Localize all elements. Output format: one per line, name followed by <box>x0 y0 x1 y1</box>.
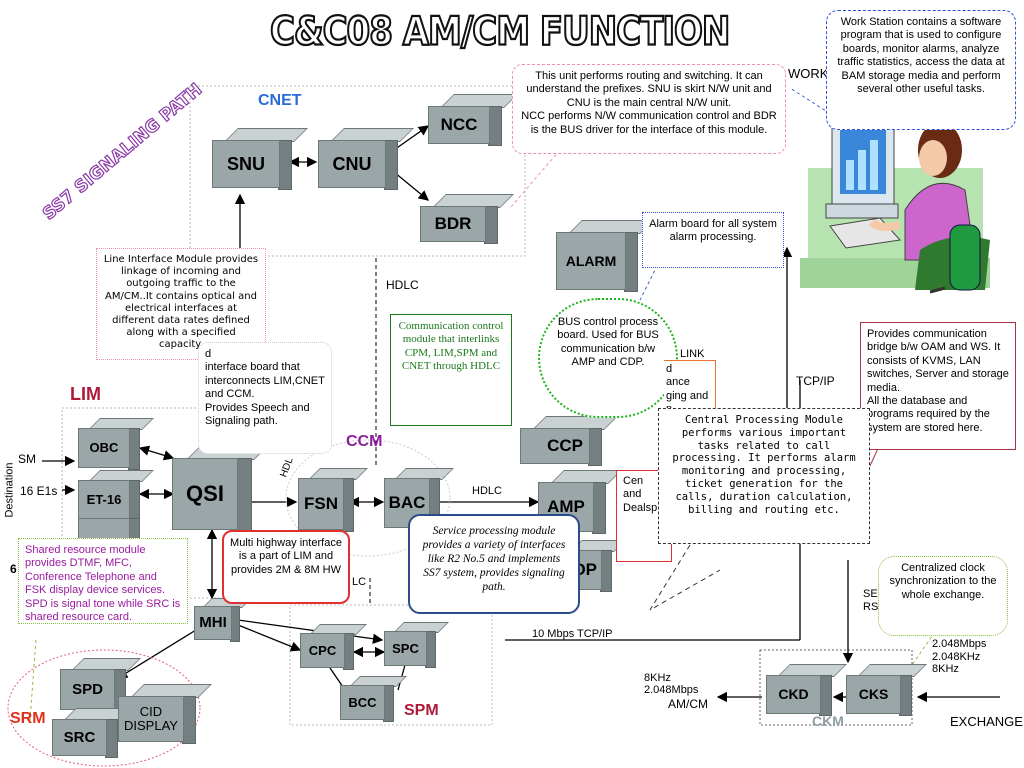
ncc-label: NCC <box>428 106 490 144</box>
mhi-box: MHI <box>194 598 252 642</box>
e1s-label: 16 E1s <box>20 484 58 498</box>
qsi-label: QSI <box>172 458 238 530</box>
cnet-label: CNET <box>258 92 302 109</box>
spd-box: SPD <box>60 658 141 712</box>
lim-callout: Line Interface Module provides linkage o… <box>96 248 266 360</box>
hdlc-top-label: HDLC <box>386 278 419 292</box>
mhi-label: MHI <box>194 606 232 640</box>
bdr-label: BDR <box>420 206 486 242</box>
bus-control-callout: BUS control process board. Used for BUS … <box>538 298 678 418</box>
bcc-box: BCC <box>340 676 407 722</box>
clock-callout: Centralized clock synchronization to the… <box>878 556 1008 636</box>
spc-box: SPC <box>384 622 449 668</box>
tcpip-label: TCP/IP <box>796 374 835 388</box>
alarm-callout: Alarm board for all system alarm process… <box>642 212 784 268</box>
bdr-box: BDR <box>420 194 514 244</box>
src-box: SRC <box>52 708 133 758</box>
lim-label: LIM <box>70 384 101 404</box>
ckm-label: CKM <box>812 713 844 729</box>
snu-box: SNU <box>212 128 308 190</box>
qsi-box: QSI <box>172 444 270 532</box>
lim-extra-box <box>78 518 140 542</box>
bac-callout: Communication control module that interl… <box>390 314 512 426</box>
alarm-label: ALARM <box>556 232 626 290</box>
qsi-callout: d interface board that interconnects LIM… <box>198 342 332 454</box>
obc-box: OBC <box>78 418 154 470</box>
cnu-label: CNU <box>318 140 386 188</box>
fsn-box: FSN <box>298 468 368 532</box>
cpc-box: CPC <box>300 624 367 670</box>
ccm-label: CCM <box>346 433 383 450</box>
ccp-box: CCP <box>520 416 618 466</box>
page-title: C&C08 AM/CM FUNCTION <box>269 8 731 56</box>
hdlc-mid-label: HDLC <box>472 485 502 497</box>
et16-label: ET-16 <box>78 480 130 520</box>
snu-cnu-callout: This unit performs routing and switching… <box>512 64 786 154</box>
ten-mbps-label: 10 Mbps TCP/IP <box>532 628 613 640</box>
spm-callout: Service processing module provides a var… <box>408 514 580 614</box>
cnu-box: CNU <box>318 128 414 190</box>
mhi-callout: Multi highway interface is a part of LIM… <box>222 530 350 604</box>
cpm-callout: Central Processing Module performs vario… <box>658 408 870 544</box>
ccp-label: CCP <box>520 428 590 464</box>
sm-label: SM <box>18 452 36 466</box>
src-label: SRC <box>52 719 107 756</box>
hdlc-lc-label: LC <box>352 576 367 588</box>
workstation-callout: Work Station contains a software program… <box>826 10 1016 130</box>
bcc-label: BCC <box>340 685 385 720</box>
provides-callout: Provides communication bridge b/w OAM an… <box>860 322 1016 450</box>
fsn-label: FSN <box>298 478 344 530</box>
ckm-left-freq: 8KHz 2.048Mbps <box>644 672 699 697</box>
workstation-illustration <box>800 117 990 294</box>
spc-label: SPC <box>384 631 427 666</box>
srm-callout: Shared resource module provides DTMF, MF… <box>18 538 188 624</box>
link-fragment-label: LINK <box>680 348 705 360</box>
six-label: 6 <box>10 562 17 576</box>
exchange-label: EXCHANGE <box>950 714 1023 729</box>
ckd-box: CKD <box>766 664 847 716</box>
cpc-label: CPC <box>300 633 345 668</box>
spd-label: SPD <box>60 669 115 710</box>
server-fragment-label: SE RS <box>863 588 879 613</box>
alarm-box: ALARM <box>556 220 654 292</box>
work-label: WORK <box>788 66 829 81</box>
et16-box: ET-16 <box>78 470 154 522</box>
obc-label: OBC <box>78 428 130 468</box>
spm-label: SPM <box>404 702 439 719</box>
ncc-box: NCC <box>428 94 518 146</box>
cid-display-box: CID DISPLAY <box>118 684 212 744</box>
ckm-right-freq: 2.048Mbps 2.048KHz 8KHz <box>932 638 987 676</box>
cid-display-label: CID DISPLAY <box>118 696 184 742</box>
srm-label: SRM <box>10 710 46 727</box>
destination-label: Destination <box>3 462 16 518</box>
cks-label: CKS <box>846 675 901 714</box>
snu-label: SNU <box>212 140 280 188</box>
cks-box: CKS <box>846 664 927 716</box>
am-cm-label: AM/CM <box>668 697 708 711</box>
ckd-label: CKD <box>766 675 821 714</box>
cen-fragment-callout: Cen and Dealsp <box>616 470 672 562</box>
